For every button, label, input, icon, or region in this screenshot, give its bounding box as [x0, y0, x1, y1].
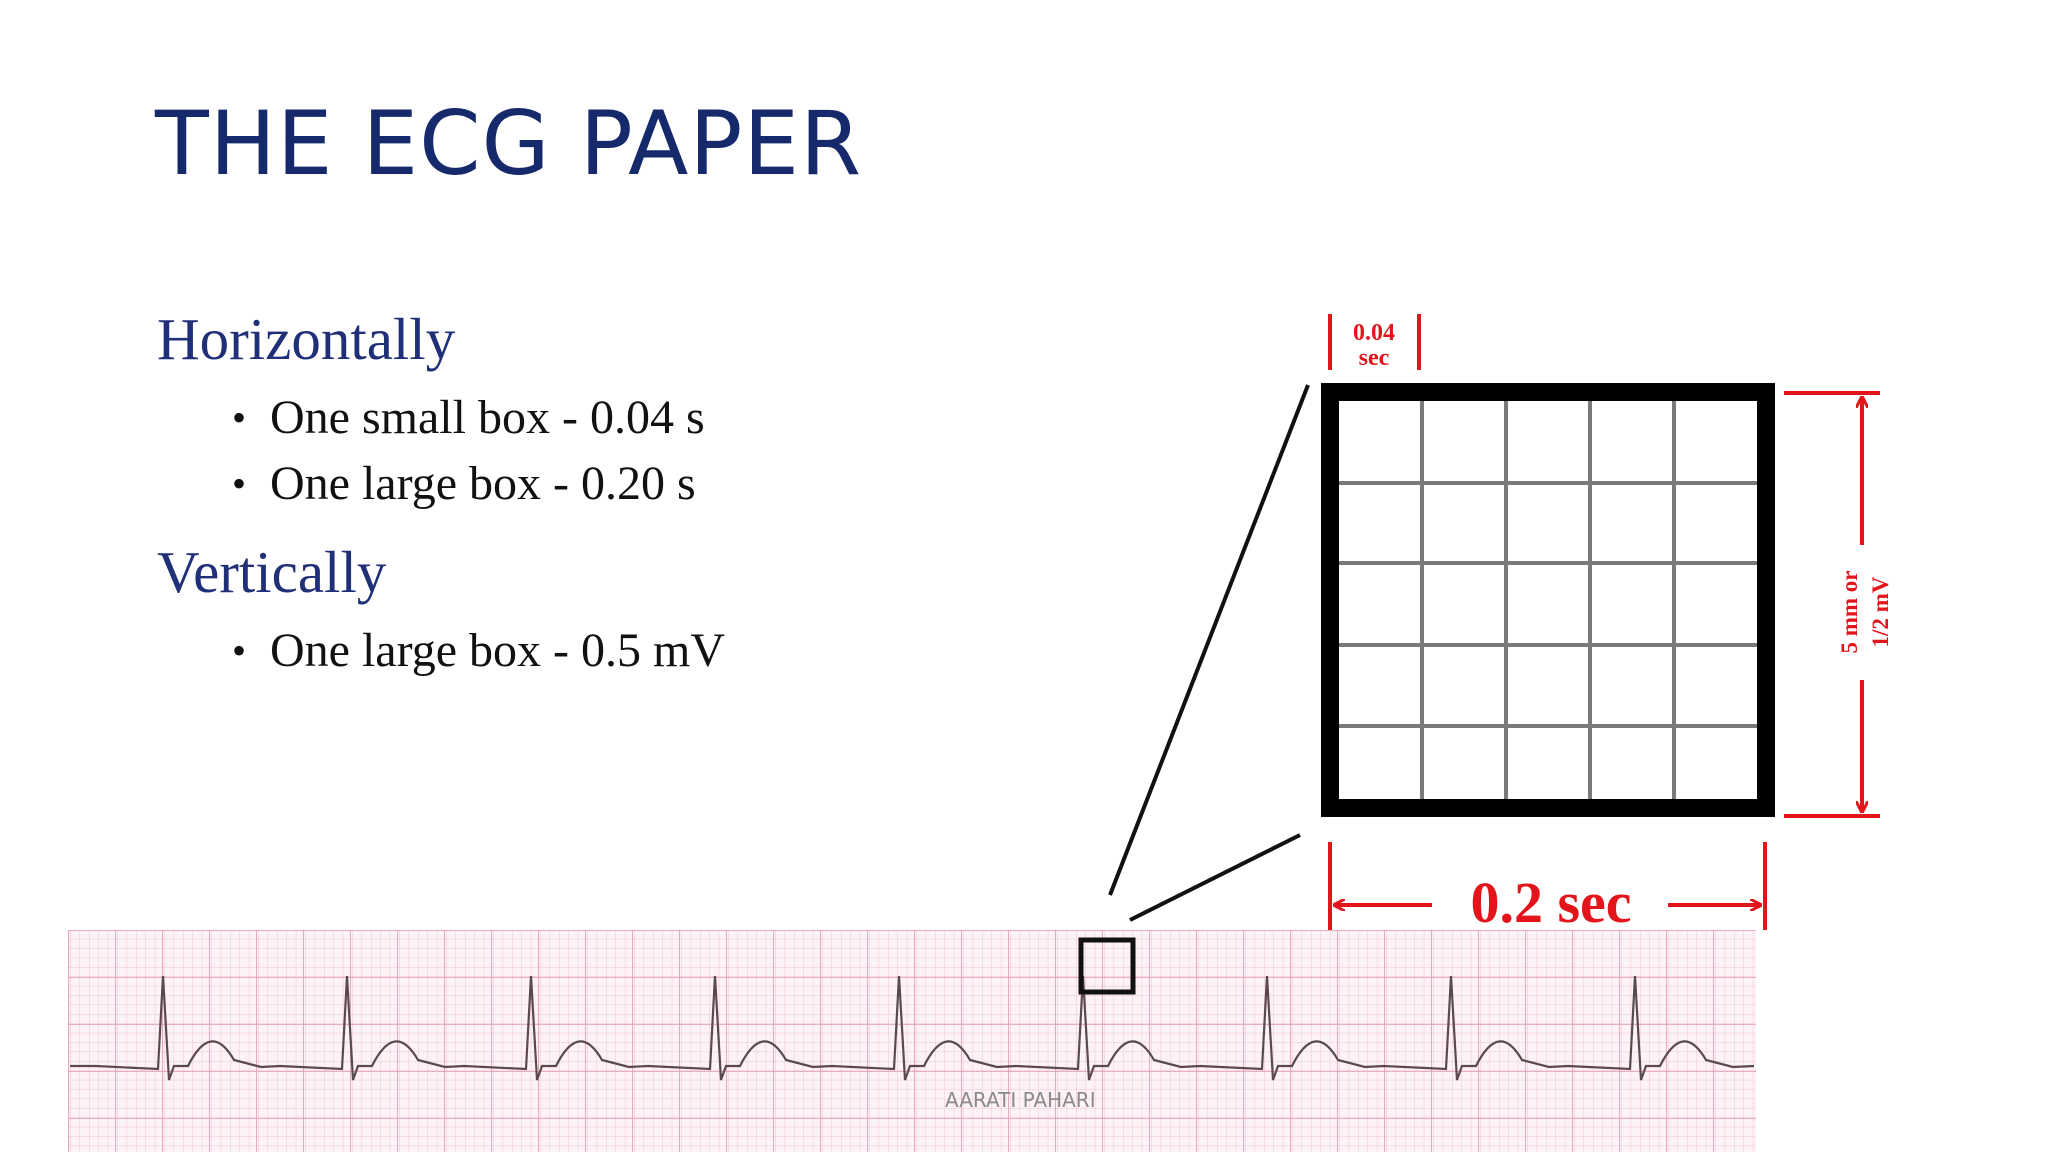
bullet-text: One small box - 0.04 s — [270, 391, 705, 444]
slide-title: THE ECG PAPER — [155, 92, 863, 195]
highlighted-large-box — [1078, 937, 1136, 995]
vertical-bullet-list: • One large box - 0.5 mV — [157, 618, 725, 684]
ecg-trace — [70, 975, 1755, 1081]
horizontal-bullet-list: • One small box - 0.04 s • One large box -… — [157, 385, 725, 517]
heading-horizontally: Horizontally — [157, 306, 456, 372]
small-box-annotation: 0.04 sec — [1328, 314, 1421, 371]
bullet-text: One large box - 0.5 mV — [270, 624, 726, 677]
bullet-item: • One small box - 0.04 s — [232, 385, 725, 451]
bullet-dot-icon: • — [232, 395, 247, 440]
author-watermark: AARATI PAHARI — [945, 1088, 1096, 1112]
bullet-item: • One large box - 0.5 mV — [232, 618, 725, 684]
small-box-label-line1: 0.04 — [1353, 320, 1395, 346]
large-box-height-label-line2: 1/2 mV — [1868, 576, 1893, 647]
bullet-item: • One large box - 0.20 s — [232, 451, 725, 517]
zoom-line-top — [1108, 384, 1310, 896]
large-box-height-annotation: 5 mm or 1/2 mV — [1784, 391, 1893, 818]
enlarged-large-box — [1321, 383, 1775, 817]
bullet-text: One large box - 0.20 s — [270, 457, 696, 510]
large-box-width-annotation: 0.2 sec — [1328, 842, 1767, 935]
heading-vertically: Vertically — [157, 539, 387, 605]
zoom-line-bottom — [1129, 833, 1301, 922]
large-box-height-label-line1: 5 mm or — [1837, 570, 1862, 653]
bullet-dot-icon: • — [232, 628, 247, 673]
large-box-width-label: 0.2 sec — [1470, 870, 1631, 935]
small-box-label-line2: sec — [1359, 345, 1390, 371]
slide-content: Horizontally •One small box - 0.04 s •On… — [157, 310, 725, 684]
bullet-dot-icon: • — [232, 461, 247, 506]
